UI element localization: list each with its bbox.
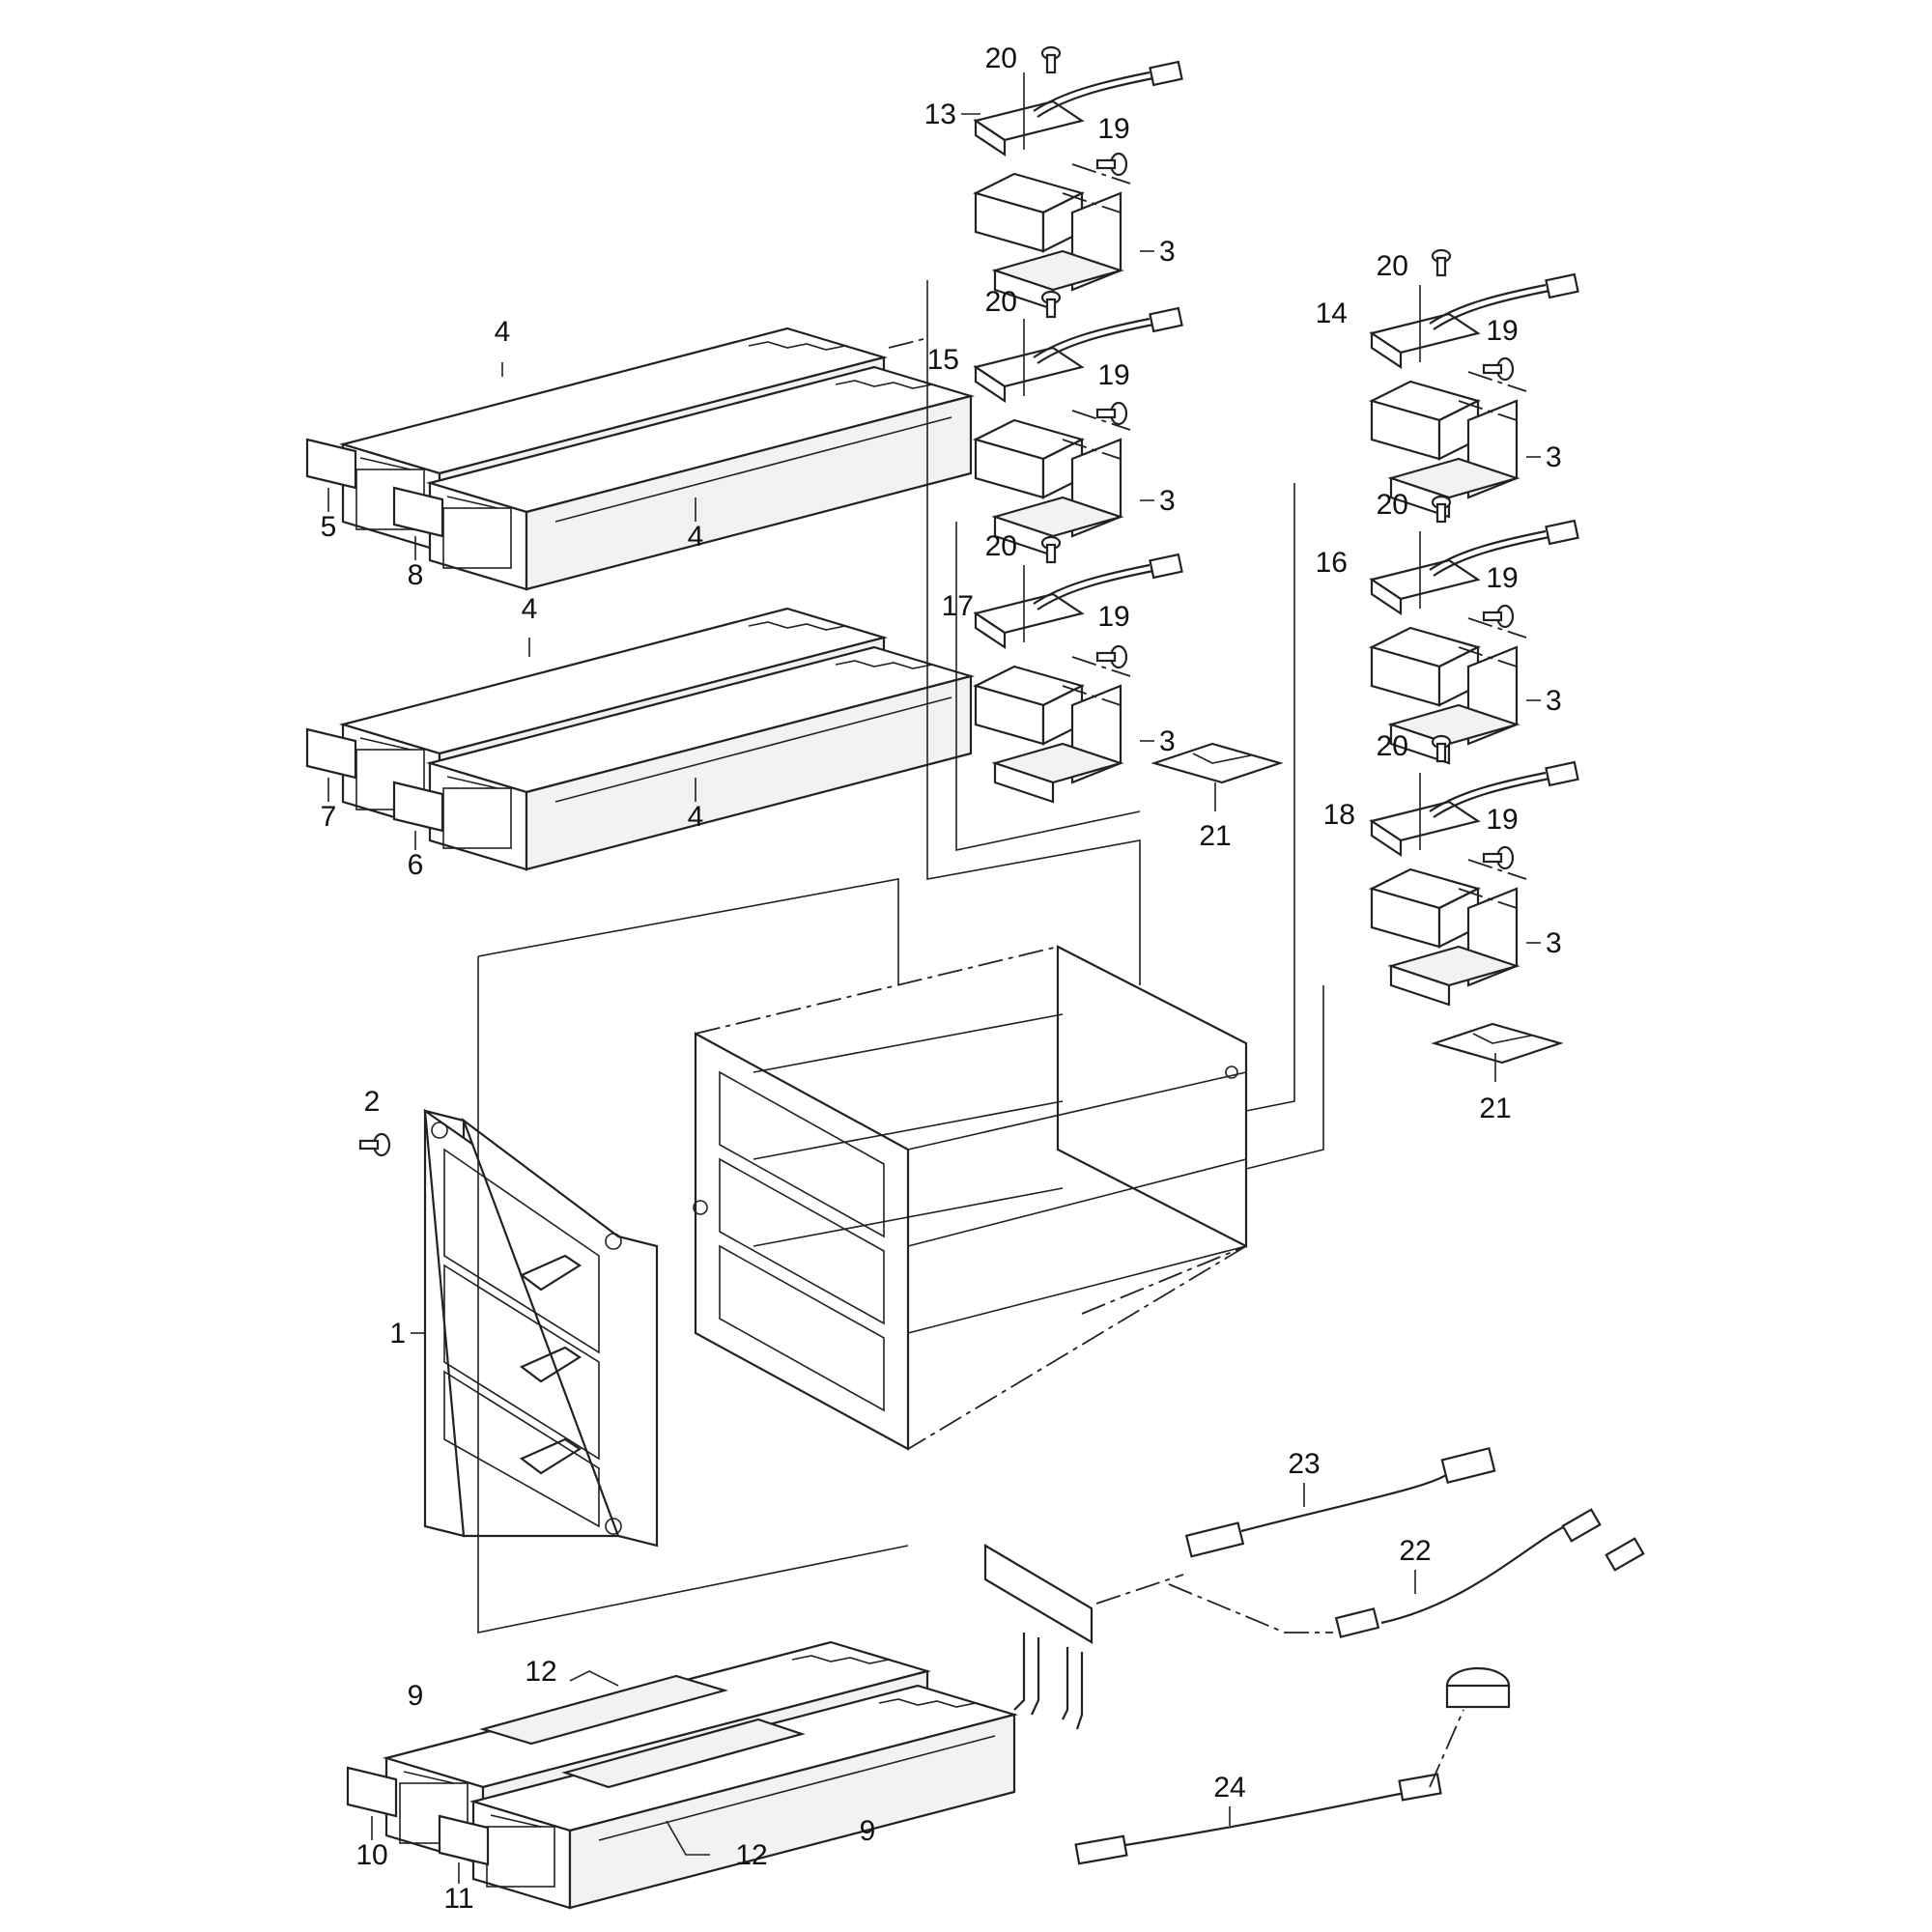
sheet-21-lower	[1433, 1022, 1562, 1065]
callout-3: 3	[1546, 441, 1562, 473]
callout-2: 2	[364, 1086, 381, 1118]
callout-6: 6	[408, 849, 424, 881]
callout-22: 22	[1399, 1535, 1431, 1567]
callout-21: 21	[1479, 1093, 1511, 1124]
callout-3: 3	[1546, 685, 1562, 717]
callout-19: 19	[1097, 359, 1129, 391]
callout-14: 14	[1316, 298, 1348, 329]
screw-2	[358, 1132, 391, 1157]
assembly-guides	[477, 280, 1324, 1634]
callout-20: 20	[1377, 250, 1408, 282]
callout-19: 19	[1486, 804, 1518, 836]
callout-16: 16	[1316, 547, 1348, 579]
tray-pair-top	[305, 327, 973, 591]
callout-19: 19	[1097, 601, 1129, 633]
callout-4: 4	[522, 593, 538, 625]
callout-labels: 1 2 3 3 3 3 3 3 4 4 4 4 5 6 7 8 9 9 10 1…	[321, 43, 1562, 1915]
chassis-frame	[693, 945, 1248, 1451]
callout-21: 21	[1199, 820, 1231, 852]
sensor-column-right	[1370, 248, 1579, 1007]
callout-11: 11	[443, 1883, 473, 1915]
callout-7: 7	[321, 801, 337, 833]
callout-10: 10	[355, 1839, 387, 1871]
callout-15: 15	[927, 344, 959, 376]
callout-13: 13	[924, 99, 956, 130]
callout-20: 20	[1377, 730, 1408, 762]
callout-20: 20	[985, 286, 1017, 318]
callout-4: 4	[688, 521, 704, 553]
callout-9: 9	[408, 1680, 424, 1712]
callout-leaders	[411, 113, 1541, 1826]
callout-24: 24	[1213, 1772, 1245, 1804]
callout-8: 8	[408, 559, 424, 591]
callout-19: 19	[1486, 315, 1518, 347]
callout-3: 3	[1159, 485, 1176, 517]
callout-9: 9	[860, 1815, 876, 1847]
callout-19: 19	[1486, 562, 1518, 594]
callout-20: 20	[985, 530, 1017, 562]
callout-23: 23	[1288, 1448, 1320, 1480]
callout-1: 1	[389, 1318, 406, 1350]
callout-17: 17	[942, 590, 974, 622]
callout-20: 20	[1377, 489, 1408, 521]
callout-3: 3	[1159, 236, 1176, 268]
callout-19: 19	[1097, 113, 1129, 145]
tray-pair-middle	[305, 607, 973, 871]
callout-20: 20	[985, 43, 1017, 74]
callout-18: 18	[1323, 799, 1355, 831]
tray-pair-bottom	[346, 1640, 1016, 1910]
cable-assemblies	[983, 1446, 1645, 1865]
callout-3: 3	[1159, 725, 1176, 757]
callout-12: 12	[525, 1656, 556, 1688]
callout-12: 12	[735, 1839, 767, 1871]
front-panel	[423, 1108, 659, 1548]
callout-4: 4	[495, 316, 511, 348]
sensor-column-left	[974, 45, 1183, 804]
callout-5: 5	[321, 511, 337, 543]
callout-3: 3	[1546, 927, 1562, 959]
callout-4: 4	[688, 801, 704, 833]
